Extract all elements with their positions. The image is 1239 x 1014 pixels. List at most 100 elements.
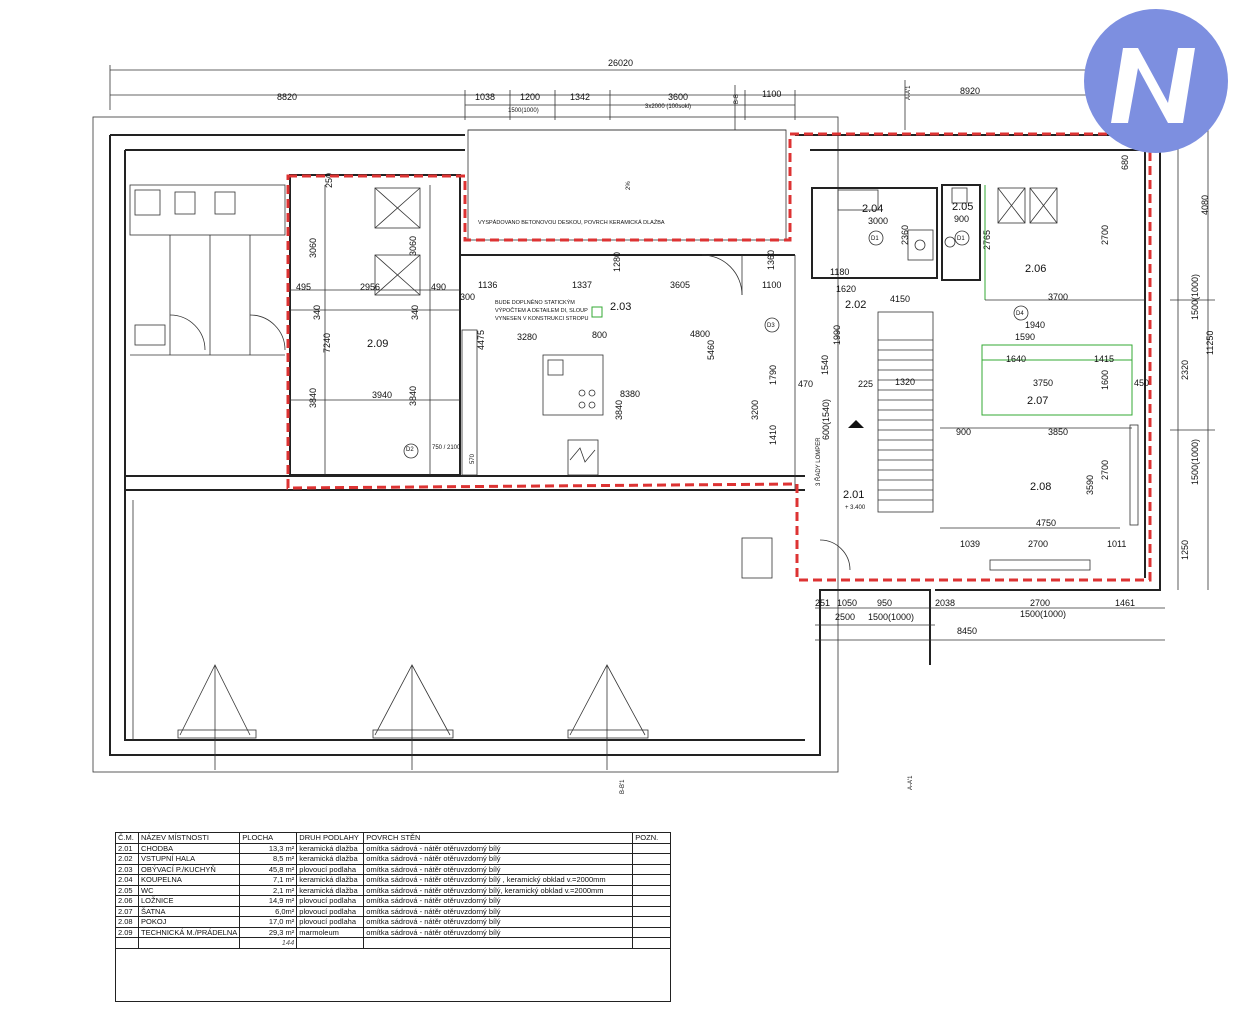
cell-room-number: 2.01	[115, 842, 139, 854]
cell-wall-finish: omítka sádrová - nátěr otěruvzdorný bílý	[363, 895, 634, 907]
dim-900-wc: 900	[954, 214, 969, 224]
cell-notes	[632, 926, 671, 938]
cell-room-name: CHODBA	[137, 842, 241, 854]
dim-1100-hall: 1100	[762, 280, 781, 290]
lower-level-openings	[132, 500, 649, 770]
cell-room-name: LOŽNICE	[137, 895, 241, 907]
dim-1039: 1039	[960, 539, 980, 549]
dim-window-bottom-1: 1500(1000)	[868, 612, 914, 622]
dim-225: 225	[858, 379, 873, 389]
dim-570: 570	[470, 453, 476, 464]
room-label-2-01: 2.01	[843, 489, 864, 501]
room-label-2-04: 2.04	[862, 203, 883, 215]
sanitary-block	[129, 184, 286, 356]
dim-3200: 3200	[750, 400, 760, 420]
cell-room-name: OBÝVACÍ P./KUCHYŇ	[137, 863, 241, 875]
cell-wall-finish: omítka sádrová - nátěr otěruvzdorný bílý	[363, 853, 634, 865]
dim-7240: 7240	[322, 333, 332, 353]
cell-floor-type: keramická dlažba	[296, 884, 365, 896]
cell-empty	[632, 937, 671, 949]
dim-1461: 1461	[1115, 598, 1135, 608]
dim-1410: 1410	[768, 425, 778, 445]
cell-room-name: TECHNICKÁ M./PRÁDELNA	[137, 926, 241, 938]
door-tag-d4	[1013, 305, 1029, 321]
dim-2700-bottom: 2700	[1030, 598, 1050, 608]
dim-1100: 1100	[762, 89, 781, 99]
section-bb-top: B-B	[734, 94, 740, 104]
dim-total-width: 26020	[608, 58, 633, 68]
logo-letter-mark	[1111, 48, 1195, 123]
dim-251: 251	[815, 598, 830, 608]
room-2-07-walls	[981, 344, 1133, 416]
dim-4800: 4800	[690, 329, 710, 339]
dim-8380: 8380	[620, 389, 640, 399]
dim-1790: 1790	[768, 365, 778, 385]
dim-4150: 4150	[890, 294, 910, 304]
dim-1360: 1360	[766, 250, 776, 270]
room-2-03-walls	[460, 254, 796, 490]
dim-250: 250	[324, 173, 334, 188]
dim-1280: 1280	[612, 252, 622, 272]
door-d2-size: 750 / 2100	[432, 445, 461, 451]
header-wall-finish: POVRCH STĚN	[363, 832, 634, 844]
dim-1540: 1540	[820, 355, 830, 375]
cell-area: 13,3 m²	[239, 842, 298, 854]
dim-1038: 1038	[475, 92, 495, 102]
header-room-number: Č.M.	[115, 832, 139, 844]
header-area: PLOCHA	[239, 832, 298, 844]
section-bb-bottom: B-B'1	[620, 779, 626, 794]
cell-notes	[632, 842, 671, 854]
dim-680: 680	[1120, 155, 1130, 170]
level-mark: + 3.400	[845, 505, 866, 511]
dim-2320: 2320	[1180, 360, 1190, 380]
door-swing-entry	[819, 539, 851, 571]
dim-2700-window: 2700	[1028, 539, 1048, 549]
cell-notes	[632, 895, 671, 907]
cell-area: 14,9 m²	[239, 895, 298, 907]
dim-300: 300	[460, 292, 475, 302]
cell-area: 2,1 m²	[239, 884, 298, 896]
table-total-row: 144	[115, 937, 671, 949]
cell-notes	[632, 916, 671, 928]
dim-1200: 1200	[520, 92, 540, 102]
dim-1640: 1640	[1006, 354, 1026, 364]
dim-1136: 1136	[478, 280, 497, 290]
cell-room-name: WC	[137, 884, 241, 896]
dim-900-room208: 900	[956, 427, 971, 437]
dim-3280: 3280	[517, 332, 537, 342]
dim-8450: 8450	[957, 626, 977, 636]
door-d1-bath-label: D1	[871, 236, 879, 242]
table-row: 2.02 VSTUPNÍ HALA 8,5 m² keramická dlažb…	[115, 853, 671, 865]
dim-490: 490	[431, 282, 446, 292]
exterior-walls	[92, 116, 1175, 773]
dim-1620: 1620	[836, 284, 856, 294]
cell-room-number: 2.03	[115, 863, 139, 875]
table-row: 2.07 ŠATNA 6,0m² plovoucí podlaha omítka…	[115, 905, 671, 917]
cell-floor-type: plovoucí podlaha	[296, 905, 365, 917]
cell-wall-finish: omítka sádrová - nátěr otěruvzdorný bílý…	[363, 874, 634, 886]
cell-wall-finish: omítka sádrová - nátěr otěruvzdorný bílý	[363, 916, 634, 928]
dim-3750: 3750	[1033, 378, 1053, 388]
table-row: 2.01 CHODBA 13,3 m² keramická dlažba omí…	[115, 842, 671, 854]
cell-floor-type: keramická dlažba	[296, 853, 365, 865]
dim-1250: 1250	[1180, 540, 1190, 560]
dim-3060-right: 3060	[408, 236, 418, 256]
dim-window-bottom-2: 1500(1000)	[1020, 609, 1066, 619]
cell-room-name: ŠATNA	[137, 905, 241, 917]
dim-3060-left: 3060	[308, 238, 318, 258]
dim-1050: 1050	[837, 598, 857, 608]
cell-room-number: 2.02	[115, 853, 139, 865]
static-note-line-3: VYNESEN V KONSTRUKCI STROPU	[495, 316, 589, 322]
room-2-04-05-walls	[811, 184, 981, 281]
cell-notes	[632, 853, 671, 865]
static-note-line-1: BUDE DOPLNĚNO STATICKÝM	[495, 298, 575, 306]
right-dimension-lines	[1170, 120, 1215, 590]
cell-floor-type: plovoucí podlaha	[296, 895, 365, 907]
dim-3840-right: 3840	[408, 386, 418, 406]
dim-3590: 3590	[1085, 475, 1095, 495]
cell-room-name: KOUPELNA	[137, 874, 241, 886]
table-row: 2.05 WC 2,1 m² keramická dlažba omítka s…	[115, 884, 671, 896]
cell-room-number: 2.05	[115, 884, 139, 896]
cell-notes	[632, 863, 671, 875]
dim-1320: 1320	[895, 377, 915, 387]
